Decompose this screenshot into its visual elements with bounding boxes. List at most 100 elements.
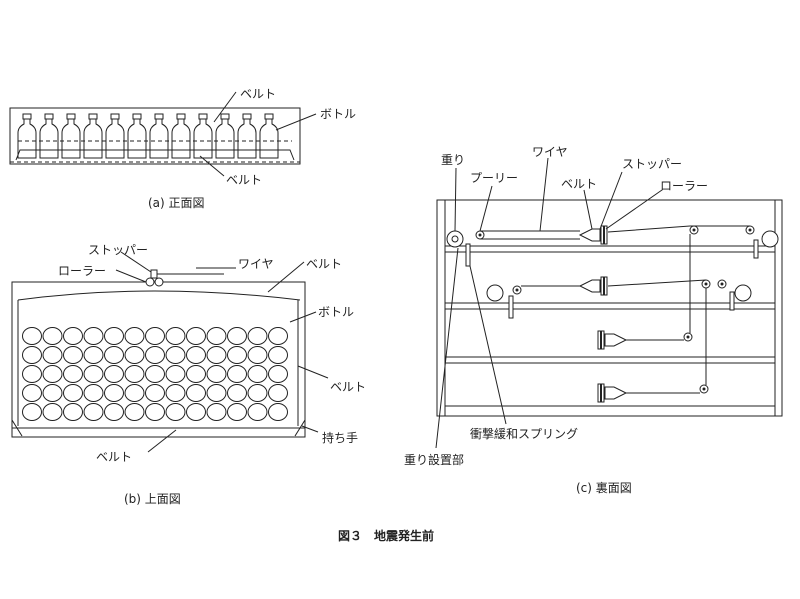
back-pulley-1-hub bbox=[478, 233, 482, 237]
top-bottle bbox=[104, 403, 124, 421]
top-bottle bbox=[124, 365, 145, 383]
top-bottle bbox=[206, 403, 227, 421]
back-pulley-8-hub bbox=[702, 387, 706, 391]
front-bottle bbox=[61, 117, 81, 159]
back-stopper-4-icon bbox=[604, 386, 628, 400]
leader-back-stopper bbox=[599, 171, 623, 230]
back-label-belt: ベルト bbox=[561, 177, 597, 191]
top-bottle bbox=[268, 327, 288, 345]
top-bottle bbox=[104, 346, 124, 364]
back-weight-2-icon bbox=[761, 230, 779, 248]
top-bottle bbox=[145, 384, 165, 402]
top-bottle bbox=[22, 365, 42, 383]
top-bottle bbox=[227, 346, 247, 364]
front-label-bottle: ボトル bbox=[320, 107, 356, 121]
leader-top-roller bbox=[115, 269, 147, 283]
top-label-bottle: ボトル bbox=[318, 305, 354, 319]
back-pulley-5-hub bbox=[704, 282, 708, 286]
top-bottle bbox=[22, 403, 42, 421]
top-bottle bbox=[145, 346, 165, 364]
top-caption: (b) 上面図 bbox=[124, 492, 181, 506]
leader-top-belt-top bbox=[267, 261, 305, 293]
back-label-stopper: ストッパー bbox=[622, 157, 682, 171]
top-label-roller: ローラー bbox=[58, 264, 106, 278]
top-bottle bbox=[22, 327, 42, 345]
front-bottle-cap bbox=[88, 113, 98, 120]
front-bottle-cap bbox=[176, 113, 186, 120]
top-label-belt-right: ベルト bbox=[330, 380, 366, 394]
back-caption: (c) 裏面図 bbox=[576, 480, 632, 495]
back-roller-block-3-core bbox=[600, 331, 602, 349]
top-bottle bbox=[63, 365, 83, 383]
top-bottle bbox=[268, 365, 288, 383]
top-bottle bbox=[165, 346, 186, 364]
top-bottle bbox=[227, 384, 247, 402]
top-bottle bbox=[83, 365, 104, 383]
top-bottle bbox=[63, 327, 83, 345]
front-bottle-cap bbox=[66, 113, 76, 120]
top-label-wire: ワイヤ bbox=[238, 257, 274, 271]
front-bottle-cap bbox=[22, 113, 32, 120]
front-bottle-cap bbox=[110, 113, 120, 120]
leader-top-stopper bbox=[120, 251, 152, 273]
top-bottle bbox=[165, 403, 186, 421]
top-bottle bbox=[186, 384, 206, 402]
back-wire-2 bbox=[607, 225, 750, 233]
top-bottle bbox=[83, 346, 104, 364]
leader-back-weight-mount bbox=[435, 247, 459, 449]
top-belt-curve bbox=[17, 290, 301, 301]
back-stopper-row4 bbox=[597, 383, 628, 403]
top-bottle bbox=[206, 346, 227, 364]
top-bottle bbox=[83, 403, 104, 421]
back-label-pulley: プーリー bbox=[470, 171, 518, 185]
front-bottle bbox=[83, 117, 103, 159]
back-view-panel: 重り プーリー ワイヤ ストッパー ベルト ローラー 衝撃緩和スプリング 重り設… bbox=[404, 145, 783, 495]
back-spring-3-icon bbox=[753, 239, 759, 259]
back-spring-2-icon bbox=[508, 295, 514, 319]
front-view-panel: ベルト ボトル ベルト (a) 正面図 bbox=[9, 87, 356, 210]
top-bottle bbox=[63, 346, 83, 364]
top-bottle bbox=[227, 365, 247, 383]
top-label-handle: 持ち手 bbox=[322, 430, 358, 445]
leader-back-spring bbox=[469, 265, 507, 425]
top-handle-left bbox=[11, 419, 23, 437]
back-stopper-2-icon bbox=[578, 279, 601, 293]
top-bottle-grid bbox=[22, 327, 288, 421]
front-bottle-cap bbox=[132, 113, 142, 120]
back-pulley-3-hub bbox=[692, 228, 696, 232]
front-bottle-cap bbox=[220, 113, 230, 120]
figure-title: 図３ 地震発生前 bbox=[338, 528, 434, 543]
top-handle-right bbox=[294, 419, 306, 437]
leader-top-bottle bbox=[289, 311, 317, 323]
back-pulley-6-hub bbox=[720, 282, 724, 286]
top-bottle bbox=[165, 384, 186, 402]
top-bottle bbox=[42, 403, 63, 421]
top-label-belt-bottom: ベルト bbox=[96, 450, 132, 464]
back-weight-1-hub bbox=[451, 235, 459, 243]
front-bottle-cap bbox=[154, 113, 164, 120]
top-bottle bbox=[268, 346, 288, 364]
back-label-spring: 衝撃緩和スプリング bbox=[470, 426, 578, 441]
leader-back-roller bbox=[605, 189, 663, 230]
top-bottle bbox=[165, 365, 186, 383]
top-bottle bbox=[104, 365, 124, 383]
back-label-roller: ローラー bbox=[660, 179, 708, 193]
back-weight-4-icon bbox=[734, 284, 752, 302]
top-bottle bbox=[63, 384, 83, 402]
back-roller-block-2-core bbox=[603, 277, 605, 295]
front-bottle bbox=[127, 117, 147, 159]
top-bottle bbox=[22, 346, 42, 364]
top-bottle bbox=[206, 365, 227, 383]
top-bottle bbox=[227, 403, 247, 421]
front-bottle bbox=[149, 117, 169, 159]
back-stopper-row1 bbox=[578, 225, 608, 245]
back-spring-4-icon bbox=[729, 291, 735, 311]
back-stopper-1-icon bbox=[578, 228, 601, 242]
leader-back-wire bbox=[539, 157, 549, 232]
top-bottle bbox=[124, 403, 145, 421]
top-bottle bbox=[268, 384, 288, 402]
back-roller-block-1-core bbox=[603, 226, 605, 244]
front-case bbox=[9, 107, 301, 165]
top-roller-left-icon bbox=[145, 277, 155, 287]
